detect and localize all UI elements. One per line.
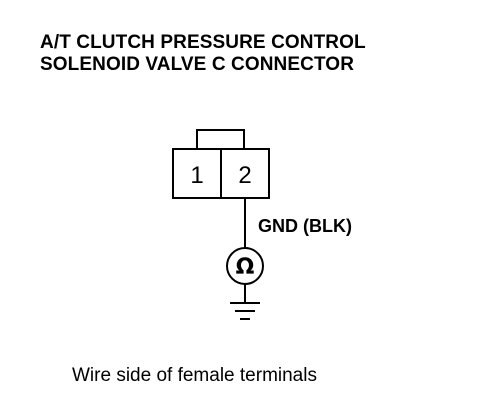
ohm-symbol: Ω	[236, 255, 255, 280]
ohmmeter-icon: Ω	[226, 247, 264, 285]
ground-symbol-icon	[230, 302, 260, 320]
connector-body: 1 2	[172, 148, 270, 199]
diagram-title: A/T CLUTCH PRESSURE CONTROL SOLENOID VAL…	[40, 32, 366, 76]
title-line-2: SOLENOID VALVE C CONNECTOR	[40, 54, 355, 75]
connector-lock-tab	[196, 129, 245, 150]
ground-wire-label: GND (BLK)	[258, 216, 352, 236]
title-line-1: A/T CLUTCH PRESSURE CONTROL	[40, 32, 366, 53]
terminal-2-label: 2	[238, 162, 251, 189]
terminal-1-label: 1	[190, 162, 203, 189]
connector-view-caption: Wire side of female terminals	[72, 365, 317, 386]
